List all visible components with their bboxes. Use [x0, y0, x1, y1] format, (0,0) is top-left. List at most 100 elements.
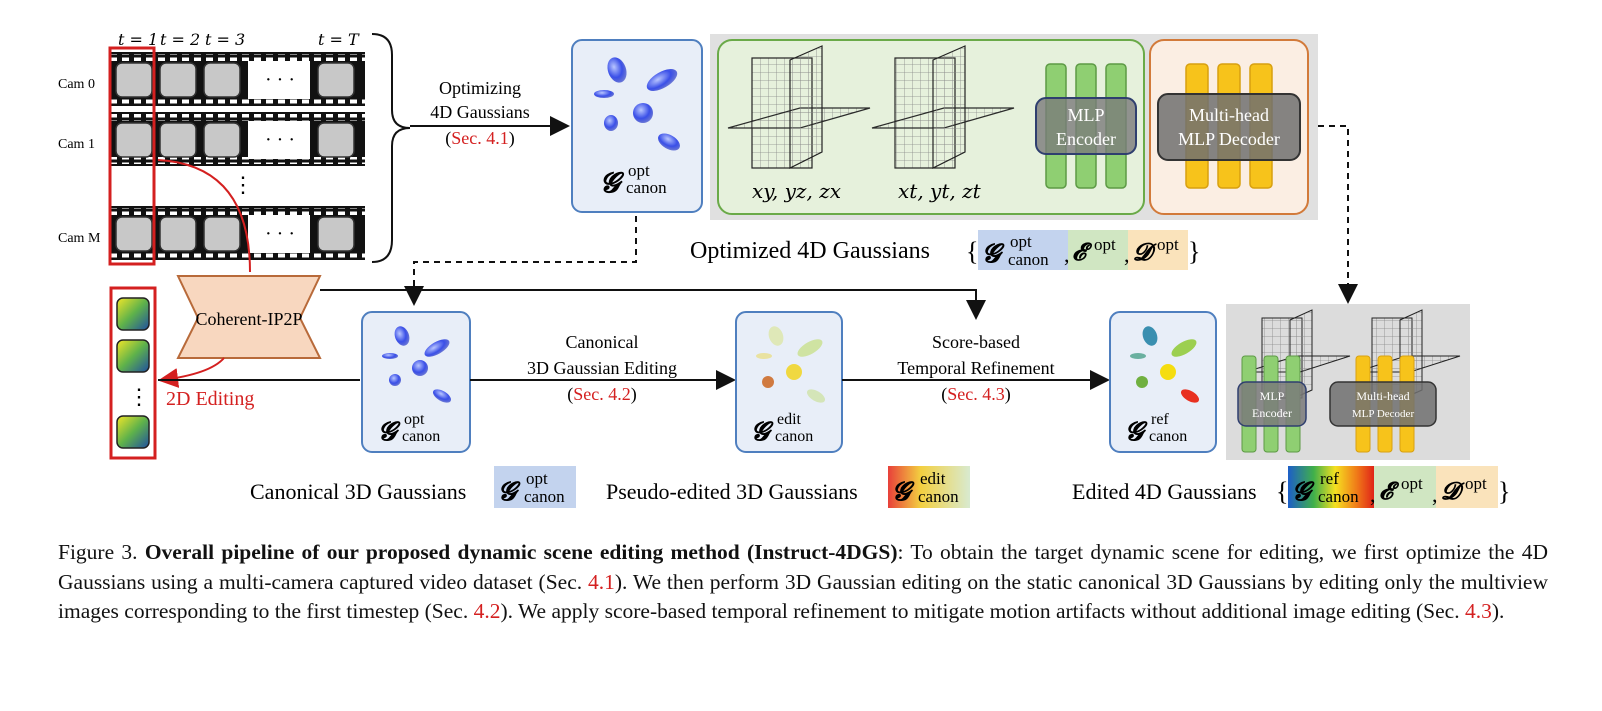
pseudo-g-sup: edit	[920, 469, 946, 488]
frame-ellipsis: · · ·	[265, 129, 295, 151]
edited-4d-gaussians-label: Edited 4D Gaussians { 𝓖 ref canon , 𝓔 op…	[1072, 466, 1510, 508]
film-strip-cam0: · · ·	[110, 52, 365, 106]
g-canon-opt-sup: opt	[628, 161, 650, 180]
g-canon-edit-box: 𝓖 edit canon	[735, 311, 843, 453]
g-canon-ref-symbol: 𝓖	[1125, 417, 1148, 447]
mlp-decoder: Multi-head MLP Decoder	[1157, 63, 1301, 189]
dashed-connector-opt	[404, 216, 637, 306]
edited-g-symbol: 𝓖	[1292, 477, 1315, 507]
mlp-decoder-line2: MLP Decoder	[1178, 129, 1280, 149]
g-canon-opt-bottom-sub: canon	[402, 428, 440, 445]
g-canon-opt-bottom-sup: opt	[404, 411, 425, 428]
optimized-label-text: Optimized 4D Gaussians	[690, 238, 930, 264]
opt-e-sup: opt	[1094, 235, 1116, 254]
g-canon-opt-sub: canon	[626, 178, 667, 197]
camera-labels: Cam 0 Cam 1 Cam M	[58, 77, 101, 246]
comma-2: ,	[1124, 242, 1130, 267]
camera-label-0: Cam 0	[58, 77, 95, 92]
time-label-T: t = T	[318, 30, 360, 49]
time-label-2: t = 2	[160, 30, 200, 49]
film-strip-cam1: · · ·	[110, 112, 365, 166]
mlp-encoder: MLP Encoder	[1035, 63, 1137, 189]
edited-images-column: ⋮	[109, 286, 157, 460]
edited-e-sup: opt	[1401, 474, 1423, 493]
optimizing-line2: 4D Gaussians	[430, 102, 530, 122]
pipeline-diagram: t = 1 t = 2 t = 3 t = T Cam 0 Cam 1 Cam …	[58, 30, 1510, 508]
g-canon-ref-sup: ref	[1151, 411, 1169, 428]
time-label-3: t = 3	[205, 30, 245, 49]
opt-g-symbol: 𝓖	[982, 239, 1005, 269]
brace-close: }	[1188, 237, 1200, 266]
edited-brace-close: }	[1498, 477, 1510, 506]
caption-text-3: ). We apply score-based temporal refinem…	[500, 599, 1465, 623]
mini-decoder-line2: MLP Decoder	[1352, 408, 1415, 420]
spatial-planes: xy, yz, zx	[727, 45, 871, 203]
canonical-editing-line2: 3D Gaussian Editing	[527, 358, 677, 378]
edited-d-sup: opt	[1465, 474, 1487, 493]
canonical-label-text: Canonical 3D Gaussians	[250, 479, 466, 504]
time-label-1: t = 1	[118, 30, 158, 49]
caption-text-1: : To obtain the target dynamic scene for…	[58, 540, 1549, 594]
frame-ellipsis: · · ·	[265, 69, 295, 91]
pseudo-edited-3d-gaussians-label: Pseudo-edited 3D Gaussians 𝓖 edit canon	[606, 466, 970, 508]
mlp-encoder-line2: Encoder	[1056, 129, 1116, 149]
time-labels: t = 1 t = 2 t = 3 t = T	[118, 30, 360, 49]
g-canon-opt-bottom-box: 𝓖 opt canon	[361, 311, 471, 453]
edited-g-sup: ref	[1320, 469, 1339, 488]
g-canon-edit-symbol: 𝓖	[751, 417, 774, 447]
figure-caption: Figure 3. Overall pipeline of our propos…	[58, 538, 1548, 627]
ip2p-input-arrow	[157, 159, 251, 273]
caption-ref-1[interactable]: 4.1	[588, 569, 615, 594]
ip2p-to-refinement-arrow	[320, 289, 986, 320]
optimizing-line1: Optimizing	[439, 78, 521, 98]
2d-editing-label: 2D Editing	[166, 388, 254, 410]
pseudo-g-sub: canon	[918, 487, 959, 506]
edited-g-sub: canon	[1318, 487, 1359, 506]
g-canon-edit-sup: edit	[777, 411, 802, 428]
coherent-ip2p-label: Coherent-IP2P	[196, 309, 303, 329]
mini-encoder-line2: Encoder	[1252, 406, 1292, 420]
g-canon-ref-sub: canon	[1149, 428, 1187, 445]
camera-brace	[371, 33, 411, 263]
edited-comma-2: ,	[1432, 482, 1438, 507]
canonical-3d-gaussians-label: Canonical 3D Gaussians 𝓖 opt canon	[250, 466, 576, 508]
comma-1: ,	[1064, 242, 1070, 267]
temporal-refinement-label: Score-based Temporal Refinement (Sec. 4.…	[897, 332, 1054, 405]
pseudo-g-symbol: 𝓖	[892, 477, 915, 507]
image-vertical-ellipsis: ⋮	[128, 384, 150, 409]
caption-bold-title: Overall pipeline of our proposed dynamic…	[144, 540, 898, 564]
dashed-connector-decoder	[1318, 125, 1358, 304]
canonical-editing-line1: Canonical	[566, 332, 639, 352]
opt-d-sup: opt	[1157, 235, 1179, 254]
caption-text-4: ).	[1491, 599, 1505, 623]
temporal-planes: xt, yt, zt	[871, 45, 1015, 203]
first-timestep-highlight	[108, 46, 156, 266]
camera-label-1: Cam 1	[58, 137, 95, 152]
optimizing-sec: (Sec. 4.1)	[445, 128, 515, 149]
camera-label-m: Cam M	[58, 231, 101, 246]
g-canon-ref-box: 𝓖 ref canon	[1109, 311, 1217, 453]
brace-open: {	[966, 237, 978, 266]
opt-g-sub: canon	[1008, 250, 1049, 269]
temporal-plane-label: xt, yt, zt	[898, 179, 982, 203]
mini-encoder-line1: MLP	[1260, 389, 1285, 403]
film-strip-camM: · · ·	[110, 206, 365, 260]
edited-4d-panel: MLP Encoder Multi-head MLP Decoder	[1226, 304, 1470, 460]
caption-ref-2[interactable]: 4.2	[473, 599, 501, 623]
temporal-refinement-line2: Temporal Refinement	[897, 358, 1054, 378]
temporal-refinement-line1: Score-based	[932, 332, 1020, 352]
canonical-editing-label: Canonical 3D Gaussian Editing (Sec. 4.2)	[527, 332, 677, 405]
pseudo-label-text: Pseudo-edited 3D Gaussians	[606, 479, 858, 504]
edited-label-text: Edited 4D Gaussians	[1072, 479, 1257, 504]
g-canon-opt-bottom-symbol: 𝓖	[378, 417, 401, 447]
canonical-g-sub: canon	[524, 487, 565, 506]
caption-ref-3[interactable]: 4.3	[1464, 599, 1492, 623]
frame-ellipsis: · · ·	[265, 223, 295, 245]
canonical-editing-sec: (Sec. 4.2)	[567, 384, 637, 405]
coherent-ip2p-block: Coherent-IP2P	[176, 275, 322, 359]
camera-vertical-ellipsis: ⋮	[232, 172, 254, 197]
caption-figure-number: Figure 3.	[58, 540, 138, 564]
caption-text-2: ). We then perform 3D Gaussian editing o…	[58, 569, 1548, 624]
spatial-plane-label: xy, yz, zx	[752, 179, 841, 203]
